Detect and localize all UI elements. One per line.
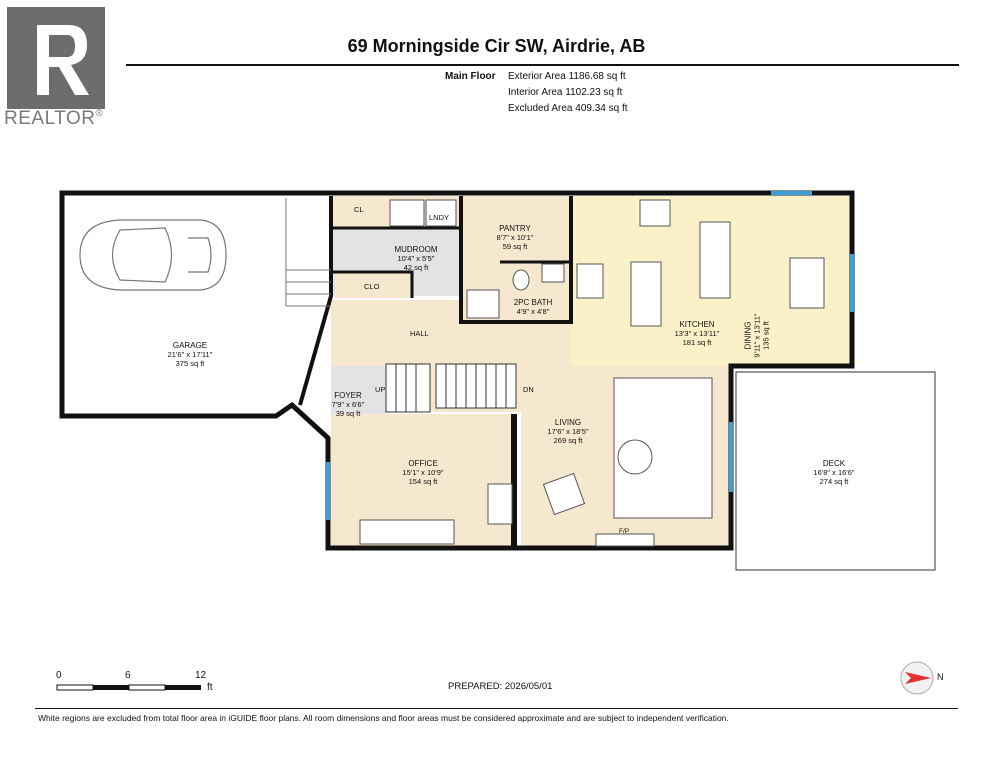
stairs [385,363,517,413]
armchair [542,472,586,516]
clo-wall [331,270,414,298]
realtor-wordmark: REALTOR® [4,108,104,129]
garage-wall [298,196,333,406]
washer [389,199,425,227]
title-rule [126,64,959,66]
page-title: 69 Morningside Cir SW, Airdrie, AB [347,36,646,56]
scale-graphic [56,684,201,691]
disclaimer: White regions are excluded from total fl… [38,713,729,723]
kitchen-counter [699,221,731,299]
excluded-area: Excluded Area 409.34 sq ft [508,103,628,114]
deck-outline [735,371,936,571]
bath-sink [541,263,565,283]
label-clo: CLO [364,282,380,291]
car-outline [79,219,227,291]
footer-rule [35,708,958,709]
clo-fill [335,273,410,298]
cooktop [639,199,671,227]
office-chair [487,483,513,525]
scale-bar: 0 6 12 ft [56,670,216,696]
interior-area: Interior Area 1102.23 sq ft [508,87,623,98]
label-fp: F/P [619,528,630,535]
scale-unit: ft [207,682,213,693]
scale-tick-6: 6 [125,670,131,681]
label-up: UP [375,385,386,394]
realtor-logo [7,7,105,109]
compass: N [899,658,945,698]
windows [326,191,854,520]
garage-steps [285,198,331,307]
label-hall: HALL [410,329,429,338]
coffee-table [617,439,653,475]
fireplace [595,533,655,547]
prepared-date: PREPARED: 2026/05/01 [448,681,553,692]
toilet [512,269,530,291]
kitchen-island [630,261,662,327]
floor-label: Main Floor [445,71,496,82]
kitchen-chair [576,263,604,299]
label-lndy: LNDY [429,213,450,222]
dryer [425,199,457,227]
dining-table [789,257,825,309]
compass-icon [900,661,934,695]
label-dn: DN [523,385,534,394]
hall-fill [331,300,571,366]
fixtures [359,199,825,547]
pantry-shelf [466,289,500,319]
exterior-area: Exterior Area 1186.68 sq ft [508,71,626,82]
pantry-wall [459,196,573,324]
scale-tick-12: 12 [195,670,207,681]
label-cl: CL [354,205,364,214]
scale-tick-0: 0 [56,670,62,681]
compass-north: N [937,672,944,682]
realtor-r-mark [7,7,105,109]
office-desk [359,519,455,545]
